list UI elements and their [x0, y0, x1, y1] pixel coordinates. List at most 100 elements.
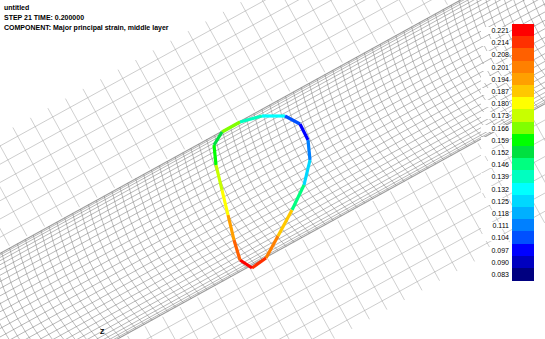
tube-mesh	[41, 231, 105, 339]
step-label: STEP 21 TIME: 0.200000	[4, 14, 84, 21]
strain-contour	[292, 185, 304, 210]
flange-mesh	[0, 137, 45, 226]
legend-swatch	[512, 85, 534, 98]
flange-mesh	[355, 211, 404, 300]
flange-mesh	[303, 240, 352, 329]
flange-mesh	[233, 278, 282, 339]
strain-contour	[304, 160, 310, 185]
strain-contour	[278, 210, 292, 236]
flange-mesh	[0, 0, 545, 281]
flange-mesh	[118, 70, 167, 159]
legend-swatch	[512, 122, 534, 135]
tube-mesh	[0, 287, 2, 339]
strain-contour	[234, 240, 240, 260]
tube-mesh	[49, 226, 113, 339]
legend-value: 0.146	[481, 161, 509, 168]
flange-mesh	[136, 60, 185, 149]
legend-value: 0.118	[481, 210, 509, 217]
flange-mesh	[285, 249, 334, 338]
legend-swatch	[512, 36, 534, 49]
strain-contour	[240, 116, 262, 122]
legend-value: 0.214	[481, 39, 509, 46]
legend-swatch	[512, 158, 534, 171]
legend-value: 0.152	[481, 149, 509, 156]
flange-mesh	[460, 153, 509, 242]
legend-value: 0.221	[481, 27, 509, 34]
legend-value: 0.090	[481, 259, 509, 266]
flange-mesh	[0, 79, 545, 339]
flange-mesh	[0, 0, 545, 309]
strain-contour	[228, 215, 234, 240]
flange-mesh	[250, 268, 299, 339]
flange-mesh	[171, 41, 220, 130]
strain-contour	[216, 165, 222, 190]
flange-mesh	[48, 108, 97, 197]
flange-mesh	[373, 201, 422, 290]
strain-contour	[214, 145, 216, 165]
legend-swatch	[512, 219, 534, 232]
flange-mesh	[145, 326, 194, 339]
legend-value: 0.104	[481, 234, 509, 241]
flange-mesh	[0, 23, 545, 339]
tube-mesh	[475, 0, 539, 108]
flange-mesh	[425, 172, 474, 261]
legend-value: 0.139	[481, 173, 509, 180]
legend-value: 0.132	[481, 186, 509, 193]
legend-swatch	[512, 24, 534, 37]
legend-swatch	[512, 170, 534, 183]
flange-mesh	[65, 99, 114, 188]
legend-value: 0.208	[481, 51, 509, 58]
flange-mesh	[293, 0, 342, 63]
strain-contour	[308, 140, 310, 160]
flange-mesh	[83, 89, 132, 178]
flange-mesh	[258, 0, 307, 82]
tube-mesh	[33, 235, 97, 339]
strain-contour	[222, 122, 240, 132]
flange-mesh	[215, 288, 264, 339]
tube-mesh	[451, 5, 515, 121]
flange-mesh	[0, 37, 545, 339]
legend-swatch	[512, 268, 534, 281]
legend-value: 0.187	[481, 88, 509, 95]
tube-mesh	[278, 100, 342, 216]
strain-contour	[222, 190, 228, 215]
legend-swatch	[512, 207, 534, 220]
flange-mesh	[0, 156, 9, 245]
flange-mesh	[206, 21, 255, 110]
legend-swatch	[512, 61, 534, 74]
flange-mesh	[408, 182, 457, 271]
legend-value: 0.111	[481, 222, 509, 229]
legend-swatch	[512, 134, 534, 147]
flange-mesh	[320, 230, 369, 319]
flange-mesh	[100, 79, 149, 168]
flange-mesh	[0, 0, 545, 323]
tube-mesh	[0, 270, 34, 339]
flange-mesh	[381, 0, 430, 14]
flange-mesh	[346, 0, 395, 34]
flange-mesh	[0, 147, 27, 236]
legend-value: 0.194	[481, 76, 509, 83]
